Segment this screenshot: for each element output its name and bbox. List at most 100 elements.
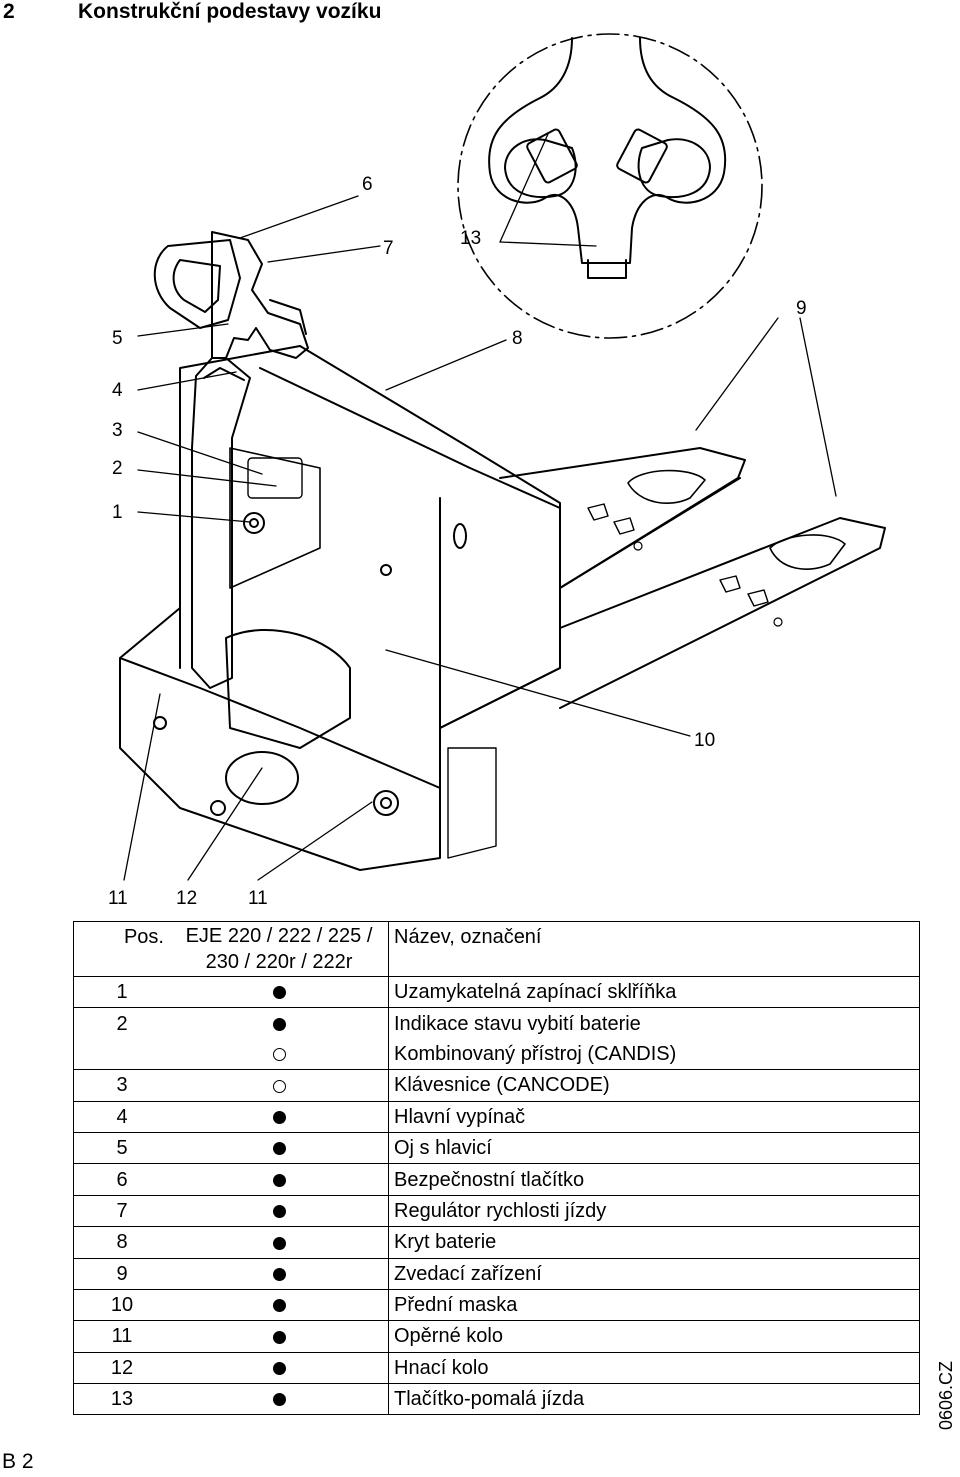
standard-dot-icon	[272, 1393, 286, 1407]
callout-10: 10	[694, 730, 715, 751]
row-pos: 9	[73, 1257, 170, 1290]
pallet-truck-illustration: 6 7 13 5 8 9 4 3 2 1 10 11 12 11	[0, 28, 960, 928]
header-model-line1: EJE 220 / 222 / 225 /	[185, 925, 373, 947]
header-model: EJE 220 / 222 / 225 / 230 / 220r / 222r	[170, 921, 389, 977]
standard-dot-icon	[272, 1299, 286, 1313]
row-name: Uzamykatelná zapínací sklříňka	[388, 975, 920, 1008]
row-name: Tlačítko-pomalá jízda	[388, 1383, 920, 1416]
row-availability	[170, 1320, 389, 1353]
chapter-title: Konstrukční podestavy vozíku	[78, 0, 382, 23]
row-pos	[73, 1038, 170, 1070]
truck-body	[119, 345, 561, 871]
standard-dot-icon	[272, 1330, 286, 1344]
row-name: Zvedací zařízení	[388, 1257, 920, 1290]
callout-12: 12	[176, 888, 197, 909]
row-availability	[170, 1194, 389, 1227]
optional-circle-icon	[272, 1048, 286, 1062]
standard-dot-icon	[272, 986, 286, 1000]
callout-1: 1	[112, 502, 123, 523]
row-availability	[170, 1038, 389, 1070]
standard-dot-icon	[272, 1173, 286, 1187]
row-pos: 8	[73, 1226, 170, 1259]
row-name: Hnací kolo	[388, 1351, 920, 1384]
row-availability	[170, 1069, 389, 1102]
document-code: 0606.CZ	[936, 1360, 956, 1430]
header-name: Název, označení	[388, 921, 920, 977]
tiller-head	[153, 231, 309, 359]
callout-13: 13	[460, 228, 481, 249]
legend-row: 9 Zvedací zařízení	[73, 1257, 920, 1290]
row-availability	[170, 1100, 389, 1133]
page-header: 2 Konstrukční podestavy vozíku	[0, 0, 960, 26]
standard-dot-icon	[272, 1205, 286, 1219]
row-availability	[170, 1257, 389, 1290]
header-model-line2: 230 / 220r / 222r	[205, 951, 353, 973]
row-availability	[170, 1131, 389, 1164]
legend-row: 13 Tlačítko-pomalá jízda	[73, 1383, 920, 1416]
callout-8: 8	[512, 328, 523, 349]
row-pos: 1	[73, 975, 170, 1008]
row-pos: 7	[73, 1194, 170, 1227]
legend-row: 4 Hlavní vypínač	[73, 1100, 920, 1133]
callout-labels: 6 7 13 5 8 9 4 3 2 1 10 11 12 11	[108, 174, 807, 909]
legend-row: 7 Regulátor rychlosti jízdy	[73, 1194, 920, 1227]
tiller-arm	[191, 357, 251, 689]
row-availability	[170, 1007, 389, 1039]
legend-row: 12 Hnací kolo	[73, 1351, 920, 1384]
leader-lines	[123, 133, 837, 881]
legend-row: Kombinovaný přístroj (CANDIS)	[73, 1038, 920, 1070]
legend-row: 6 Bezpečnostní tlačítko	[73, 1163, 920, 1196]
forks	[499, 447, 886, 709]
legend-row: 2 Indikace stavu vybití baterie	[73, 1007, 920, 1039]
row-pos: 3	[73, 1069, 170, 1102]
standard-dot-icon	[272, 1362, 286, 1376]
optional-circle-icon	[272, 1079, 286, 1093]
row-pos: 11	[73, 1320, 170, 1353]
chapter-number: 2	[3, 0, 15, 23]
row-name: Klávesnice (CANCODE)	[388, 1069, 920, 1102]
callout-11b: 11	[248, 888, 268, 909]
callout-7: 7	[383, 238, 394, 259]
row-name: Indikace stavu vybití baterie	[388, 1007, 920, 1039]
standard-dot-icon	[272, 1236, 286, 1250]
row-name: Opěrné kolo	[388, 1320, 920, 1353]
standard-dot-icon	[272, 1110, 286, 1124]
callout-11a: 11	[108, 888, 128, 909]
standard-dot-icon	[272, 1142, 286, 1156]
standard-dot-icon	[272, 1267, 286, 1281]
row-availability	[170, 1226, 389, 1259]
page-number: B 2	[2, 1450, 34, 1473]
callout-2: 2	[112, 458, 123, 479]
row-availability	[170, 975, 389, 1008]
row-name: Bezpečnostní tlačítko	[388, 1163, 920, 1196]
row-name: Kombinovaný přístroj (CANDIS)	[388, 1038, 920, 1070]
legend-row: 11 Opěrné kolo	[73, 1320, 920, 1353]
callout-5: 5	[112, 328, 123, 349]
row-availability	[170, 1383, 389, 1416]
row-pos: 4	[73, 1100, 170, 1133]
legend-row: 10 Přední maska	[73, 1288, 920, 1321]
row-availability	[170, 1288, 389, 1321]
standard-dot-icon	[272, 1017, 286, 1031]
row-pos: 10	[73, 1288, 170, 1321]
callout-4: 4	[112, 380, 123, 401]
legend-row: 1 Uzamykatelná zapínací sklříňka	[73, 975, 920, 1008]
row-name: Hlavní vypínač	[388, 1100, 920, 1133]
row-availability	[170, 1163, 389, 1196]
header-pos: Pos.	[73, 921, 170, 977]
row-name: Přední maska	[388, 1288, 920, 1321]
row-pos: 12	[73, 1351, 170, 1384]
row-pos: 13	[73, 1383, 170, 1416]
parts-legend-table: Pos. EJE 220 / 222 / 225 / 230 / 220r / …	[73, 921, 920, 1416]
legend-row: 3 Klávesnice (CANCODE)	[73, 1069, 920, 1102]
row-pos: 6	[73, 1163, 170, 1196]
callout-6: 6	[362, 174, 373, 195]
row-name: Oj s hlavicí	[388, 1131, 920, 1164]
row-pos: 2	[73, 1007, 170, 1039]
detail-magnifier	[457, 33, 763, 339]
row-availability	[170, 1351, 389, 1384]
row-name: Regulátor rychlosti jízdy	[388, 1194, 920, 1227]
legend-header-row: Pos. EJE 220 / 222 / 225 / 230 / 220r / …	[73, 921, 920, 977]
